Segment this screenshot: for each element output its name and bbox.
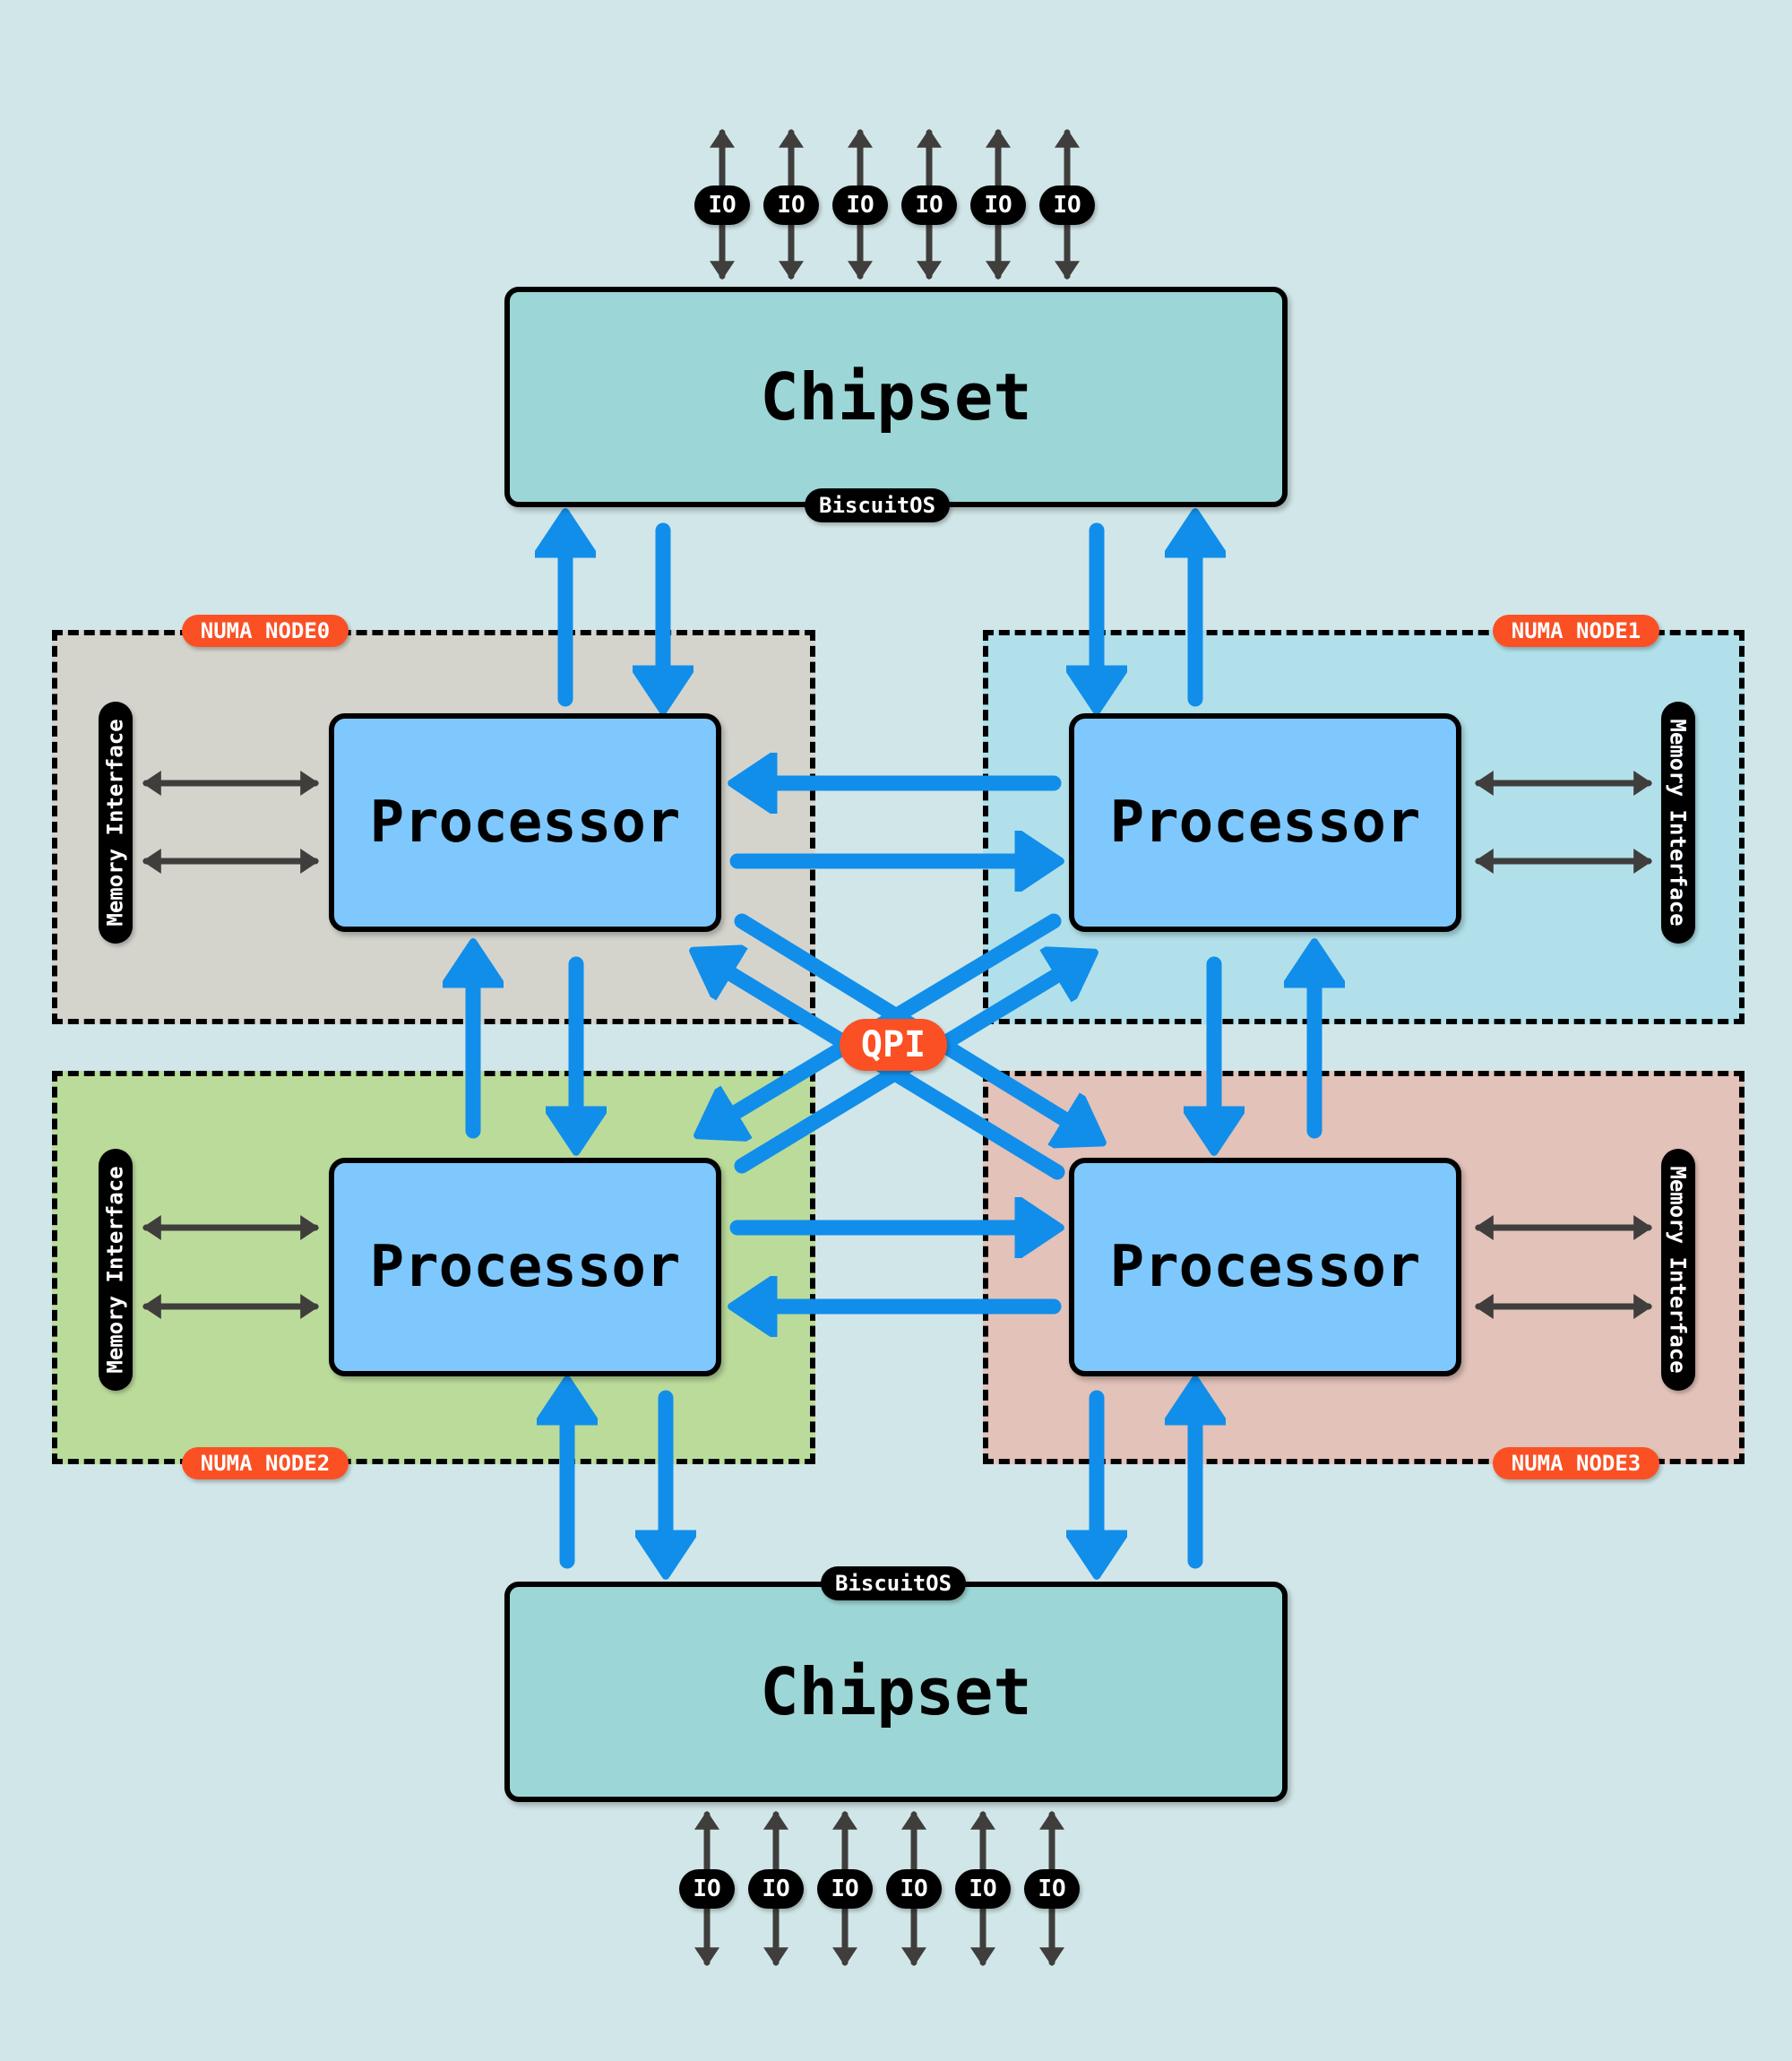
top-io-2: IO (832, 185, 888, 225)
processor-node3-label: Processor (1109, 1234, 1421, 1300)
processor-node3: Processor (1069, 1158, 1461, 1376)
top-io-0: IO (694, 185, 750, 225)
qpi-label: QPI (840, 1019, 947, 1071)
top-io-3: IO (901, 185, 957, 225)
memory-interface-node0: Memory Interface (99, 702, 133, 944)
bottom-chipset-badge: BiscuitOS (821, 1566, 967, 1600)
processor-node0-label: Processor (369, 789, 681, 856)
processor-node0: Processor (329, 713, 721, 932)
top-io-1: IO (763, 185, 819, 225)
bottom-chipset-label: Chipset (760, 1654, 1032, 1729)
top-io-5: IO (1039, 185, 1095, 225)
top-chipset: Chipset (504, 287, 1288, 507)
processor-node1-label: Processor (1109, 789, 1421, 856)
top-chipset-label: Chipset (760, 359, 1032, 435)
processor-node2: Processor (329, 1158, 721, 1376)
bottom-io-4: IO (955, 1869, 1011, 1909)
numa-node0-label: NUMA NODE0 (182, 615, 349, 647)
numa-node3-label: NUMA NODE3 (1493, 1447, 1659, 1479)
bottom-io-1: IO (748, 1869, 804, 1909)
memory-interface-node2: Memory Interface (99, 1149, 133, 1391)
bottom-io-5: IO (1024, 1869, 1080, 1909)
bottom-io-2: IO (817, 1869, 873, 1909)
numa-node1-label: NUMA NODE1 (1493, 615, 1659, 647)
numa-node2-label: NUMA NODE2 (182, 1447, 349, 1479)
bottom-chipset: Chipset (504, 1582, 1288, 1802)
processor-node2-label: Processor (369, 1234, 681, 1300)
processor-node1: Processor (1069, 713, 1461, 932)
memory-interface-node3: Memory Interface (1661, 1149, 1695, 1391)
bottom-io-0: IO (679, 1869, 735, 1909)
memory-interface-node1: Memory Interface (1661, 702, 1695, 944)
top-io-4: IO (970, 185, 1026, 225)
bottom-io-3: IO (886, 1869, 942, 1909)
top-chipset-badge: BiscuitOS (805, 488, 951, 522)
